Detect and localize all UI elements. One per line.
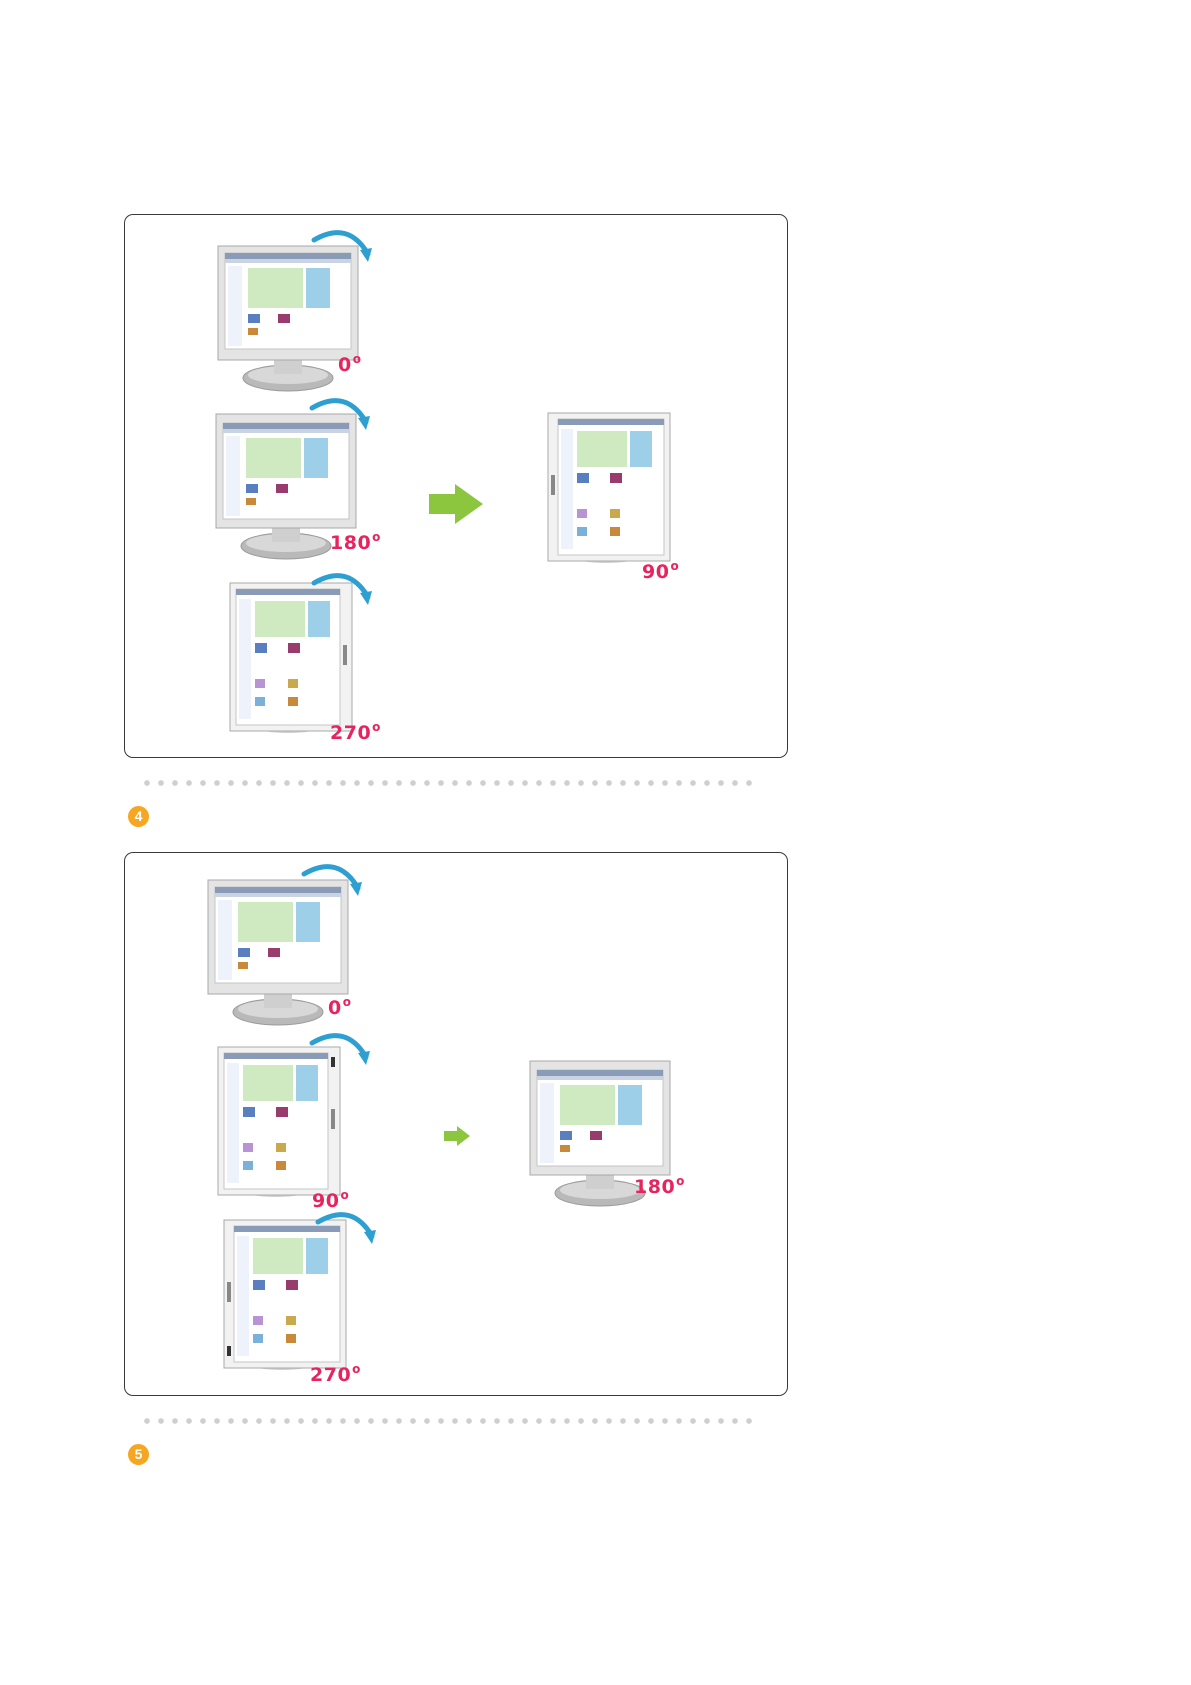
curved-arrow-clockwise-icon <box>308 1027 370 1069</box>
monitor-portrait-270: 270o <box>224 1220 348 1375</box>
curved-arrow-clockwise-icon <box>300 858 362 900</box>
angle-label: 270o <box>330 722 381 744</box>
dotted-separator <box>140 1417 760 1425</box>
angle-label: 180o <box>330 532 381 554</box>
monitor-landscape-180-result: 180o <box>530 1061 670 1211</box>
step-badge-5: 5 <box>128 1444 149 1465</box>
angle-label: 90o <box>642 561 679 583</box>
monitor-landscape-0: 0o <box>208 880 348 1030</box>
curved-arrow-clockwise-icon <box>314 1206 376 1248</box>
monitor-landscape-0: 0o <box>218 246 358 396</box>
right-arrow-icon <box>444 1126 470 1146</box>
monitor-portrait-270: 270o <box>230 583 354 738</box>
angle-label: 0o <box>338 354 361 376</box>
monitor-icon <box>218 1047 342 1202</box>
dotted-separator <box>140 779 760 787</box>
monitor-portrait-90: 90o <box>218 1047 342 1202</box>
curved-arrow-clockwise-icon <box>310 567 372 609</box>
monitor-icon <box>548 413 672 568</box>
monitor-icon <box>218 246 358 396</box>
angle-label: 270o <box>310 1364 361 1386</box>
curved-arrow-clockwise-icon <box>310 224 372 266</box>
monitor-icon <box>208 880 348 1030</box>
monitor-landscape-180: 180o <box>216 414 356 564</box>
angle-label: 180o <box>634 1176 685 1198</box>
monitor-portrait-90-result: 90o <box>548 413 672 568</box>
angle-label: 0o <box>328 997 351 1019</box>
step-badge-4: 4 <box>128 806 149 827</box>
right-arrow-icon <box>429 484 483 524</box>
curved-arrow-clockwise-icon <box>308 392 370 434</box>
